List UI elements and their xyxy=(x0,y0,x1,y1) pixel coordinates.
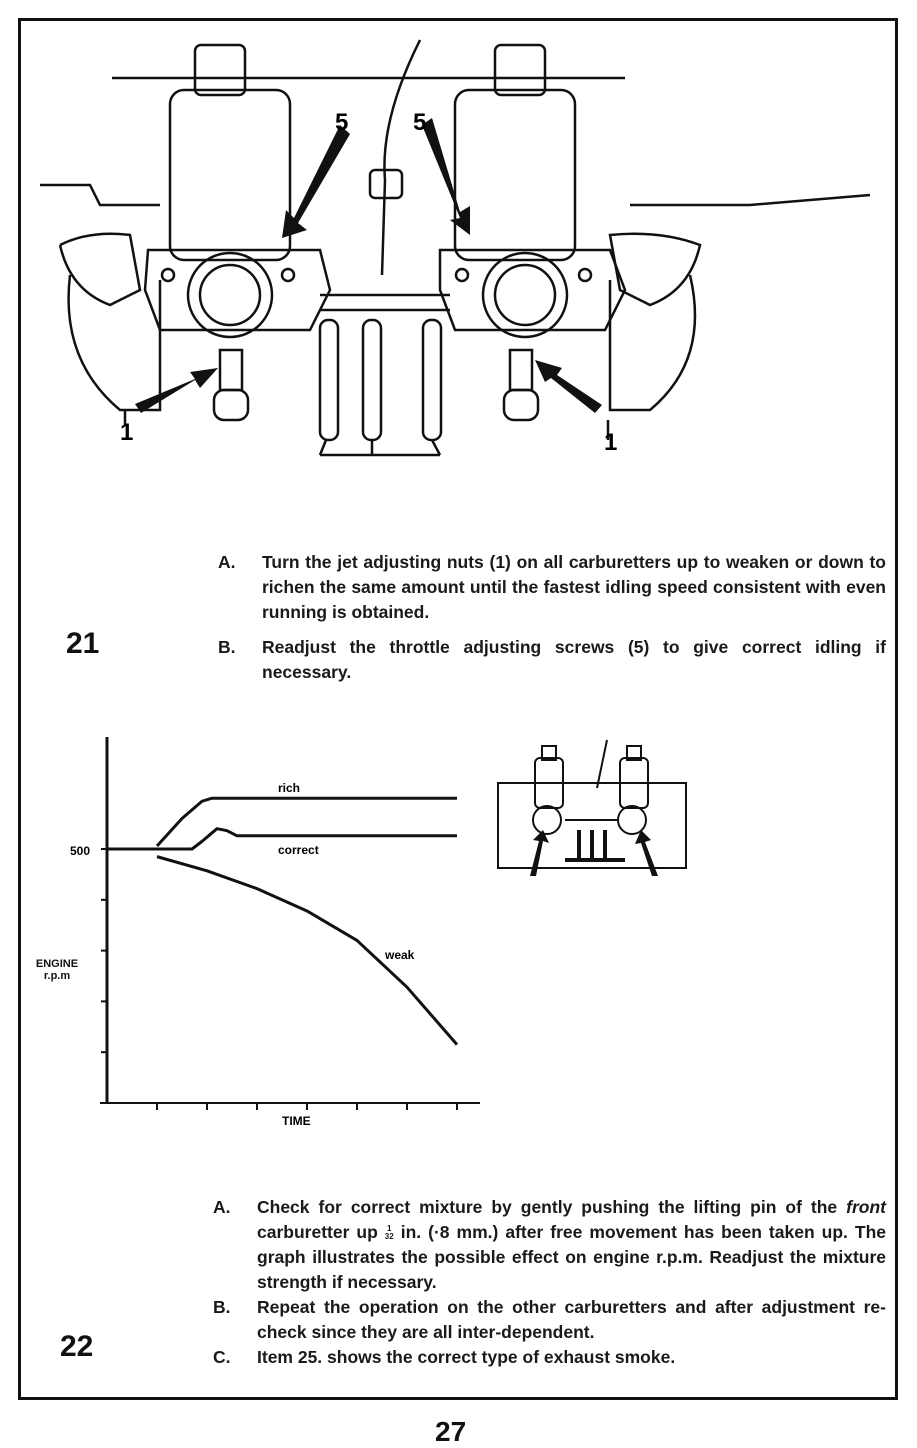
carburetter-inset-illustration xyxy=(497,739,687,876)
x-axis-label: TIME xyxy=(282,1114,311,1128)
step-22-b: B. Repeat the operation on the other car… xyxy=(213,1295,886,1345)
series-label-correct: correct xyxy=(278,843,319,857)
step-text: Readjust the throttle adjusting screws (… xyxy=(262,637,886,682)
fraction-denominator: 32 xyxy=(384,1232,394,1242)
step-label: A. xyxy=(218,552,236,572)
carburetter-illustration: 5 5 1 1 xyxy=(40,39,871,457)
series-line-weak xyxy=(156,855,459,1046)
step-label: B. xyxy=(213,1297,231,1317)
y-axis-label: ENGINE r.p.m xyxy=(35,958,79,982)
y-tick-label-500: 500 xyxy=(70,844,90,858)
italic-text: front xyxy=(846,1197,886,1217)
step-label: C. xyxy=(213,1347,231,1367)
step-text: Item 25. shows the correct type of exhau… xyxy=(257,1347,676,1367)
step-21-b: B. Readjust the throttle adjusting screw… xyxy=(218,635,886,685)
text: in. (·8 mm.) after free movement has bee… xyxy=(257,1222,886,1292)
page-border xyxy=(18,18,898,1400)
text: Check for correct mixture by gently push… xyxy=(257,1197,847,1217)
figure-number-21: 21 xyxy=(66,627,100,660)
step-22-c: C. Item 25. shows the correct type of ex… xyxy=(213,1345,886,1370)
step-label: B. xyxy=(218,637,236,657)
fraction-numerator: 1 xyxy=(387,1224,392,1234)
callout-5-left: 5 xyxy=(335,109,348,136)
step-22-a: A. Check for correct mixture by gently p… xyxy=(213,1195,886,1295)
series-line-rich xyxy=(155,796,457,847)
step-text: Check for correct mixture by gently push… xyxy=(257,1195,886,1295)
step-21-a: A. Turn the jet adjusting nuts (1) on al… xyxy=(218,550,886,625)
callout-1-right: 1 xyxy=(604,429,617,456)
series-label-weak: weak xyxy=(384,948,415,962)
step-text: Repeat the operation on the other carbur… xyxy=(257,1297,886,1342)
figure-number-22: 22 xyxy=(60,1330,94,1363)
page-number: 27 xyxy=(435,1416,467,1447)
callout-5-right: 5 xyxy=(413,109,426,136)
text: carburetter up xyxy=(257,1222,385,1242)
series-line-correct xyxy=(107,827,457,851)
step-text: Turn the jet adjusting nuts (1) on all c… xyxy=(262,552,886,622)
step-label: A. xyxy=(213,1197,231,1217)
rpm-time-chart: 500 rich correct weak TIME xyxy=(70,737,480,1128)
series-label-rich: rich xyxy=(278,781,300,795)
callout-1-left: 1 xyxy=(120,419,133,446)
